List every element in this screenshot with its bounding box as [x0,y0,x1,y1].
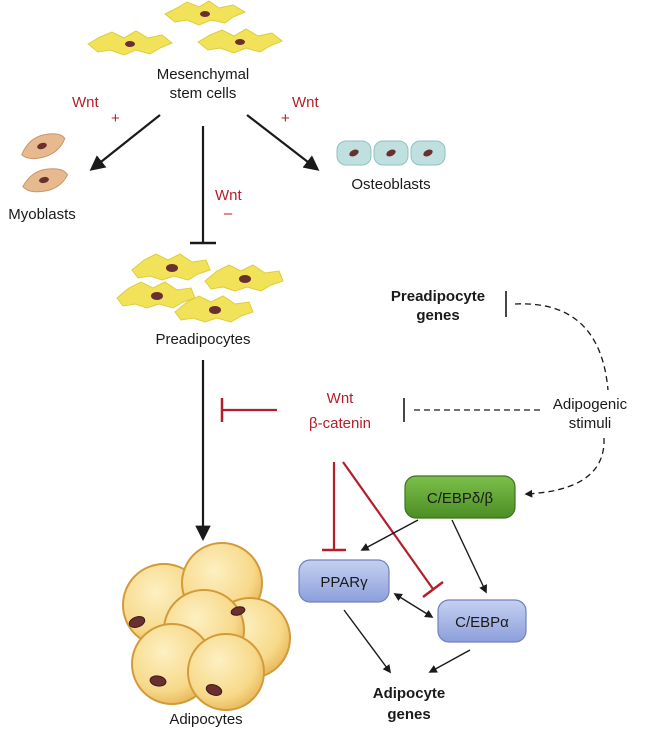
arrow-ppar-to-genes [343,609,392,674]
wnt-right-sign: + [281,110,290,127]
adipocyte-genes-line1: Adipocyte [373,685,446,702]
wnt-right-label: Wnt [292,94,320,111]
wnt-inhibit-cebpa-line [342,461,434,590]
myoblasts-label: Myoblasts [8,206,76,223]
ppar-label: PPARγ [320,574,368,591]
cebpa-node [437,599,527,643]
adipocyte-cluster [122,542,291,711]
arrow-ppar-cebpa-mutual [393,593,434,618]
wnt-left-sign: + [111,110,120,127]
arrow-to-osteoblasts [246,114,320,171]
osteoblast-cells [336,140,446,166]
cebp-db-node [404,475,516,519]
wnt-left-label: Wnt [72,94,100,111]
preadipocytes-label: Preadipocytes [155,331,250,348]
stimuli-line1: Adipogenic [553,396,628,413]
arrow-cebpa-to-genes [428,649,471,673]
wnt-center-sign: – [224,205,233,222]
msc-label-line2: stem cells [170,85,237,102]
wnt-bc-label-line2: β-catenin [309,415,371,432]
arrow-to-myoblasts [89,114,161,171]
preadipocyte-cluster [116,253,284,323]
dashed-arrow-to-cebp-db [524,437,605,498]
preadipocyte-genes-line1: Preadipocyte [391,288,485,305]
cebpa-label: C/EBPα [455,614,509,631]
myoblast-cells [21,133,69,193]
wnt-inhibit-cebpa-bar [422,581,444,598]
preadipocyte-genes-line2: genes [416,307,459,324]
arrow-cebpdb-to-cebpa [451,519,487,594]
wnt-bc-label-line1: Wnt [327,390,355,407]
osteoblasts-label: Osteoblasts [351,176,430,193]
adipocytes-label: Adipocytes [169,711,242,728]
stimuli-line2: stimuli [569,415,612,432]
msc-label-line1: Mesenchymal [157,66,250,83]
cebp-db-label: C/EBPδ/β [427,490,494,507]
adipocyte-genes-line2: genes [387,706,430,723]
dashed-inhibit-preadipocyte-genes [514,303,609,391]
wnt-center-label: Wnt [215,187,243,204]
arrow-cebpdb-to-ppar [360,519,419,551]
stem-cell-cluster [87,0,283,56]
ppar-node [298,559,390,603]
